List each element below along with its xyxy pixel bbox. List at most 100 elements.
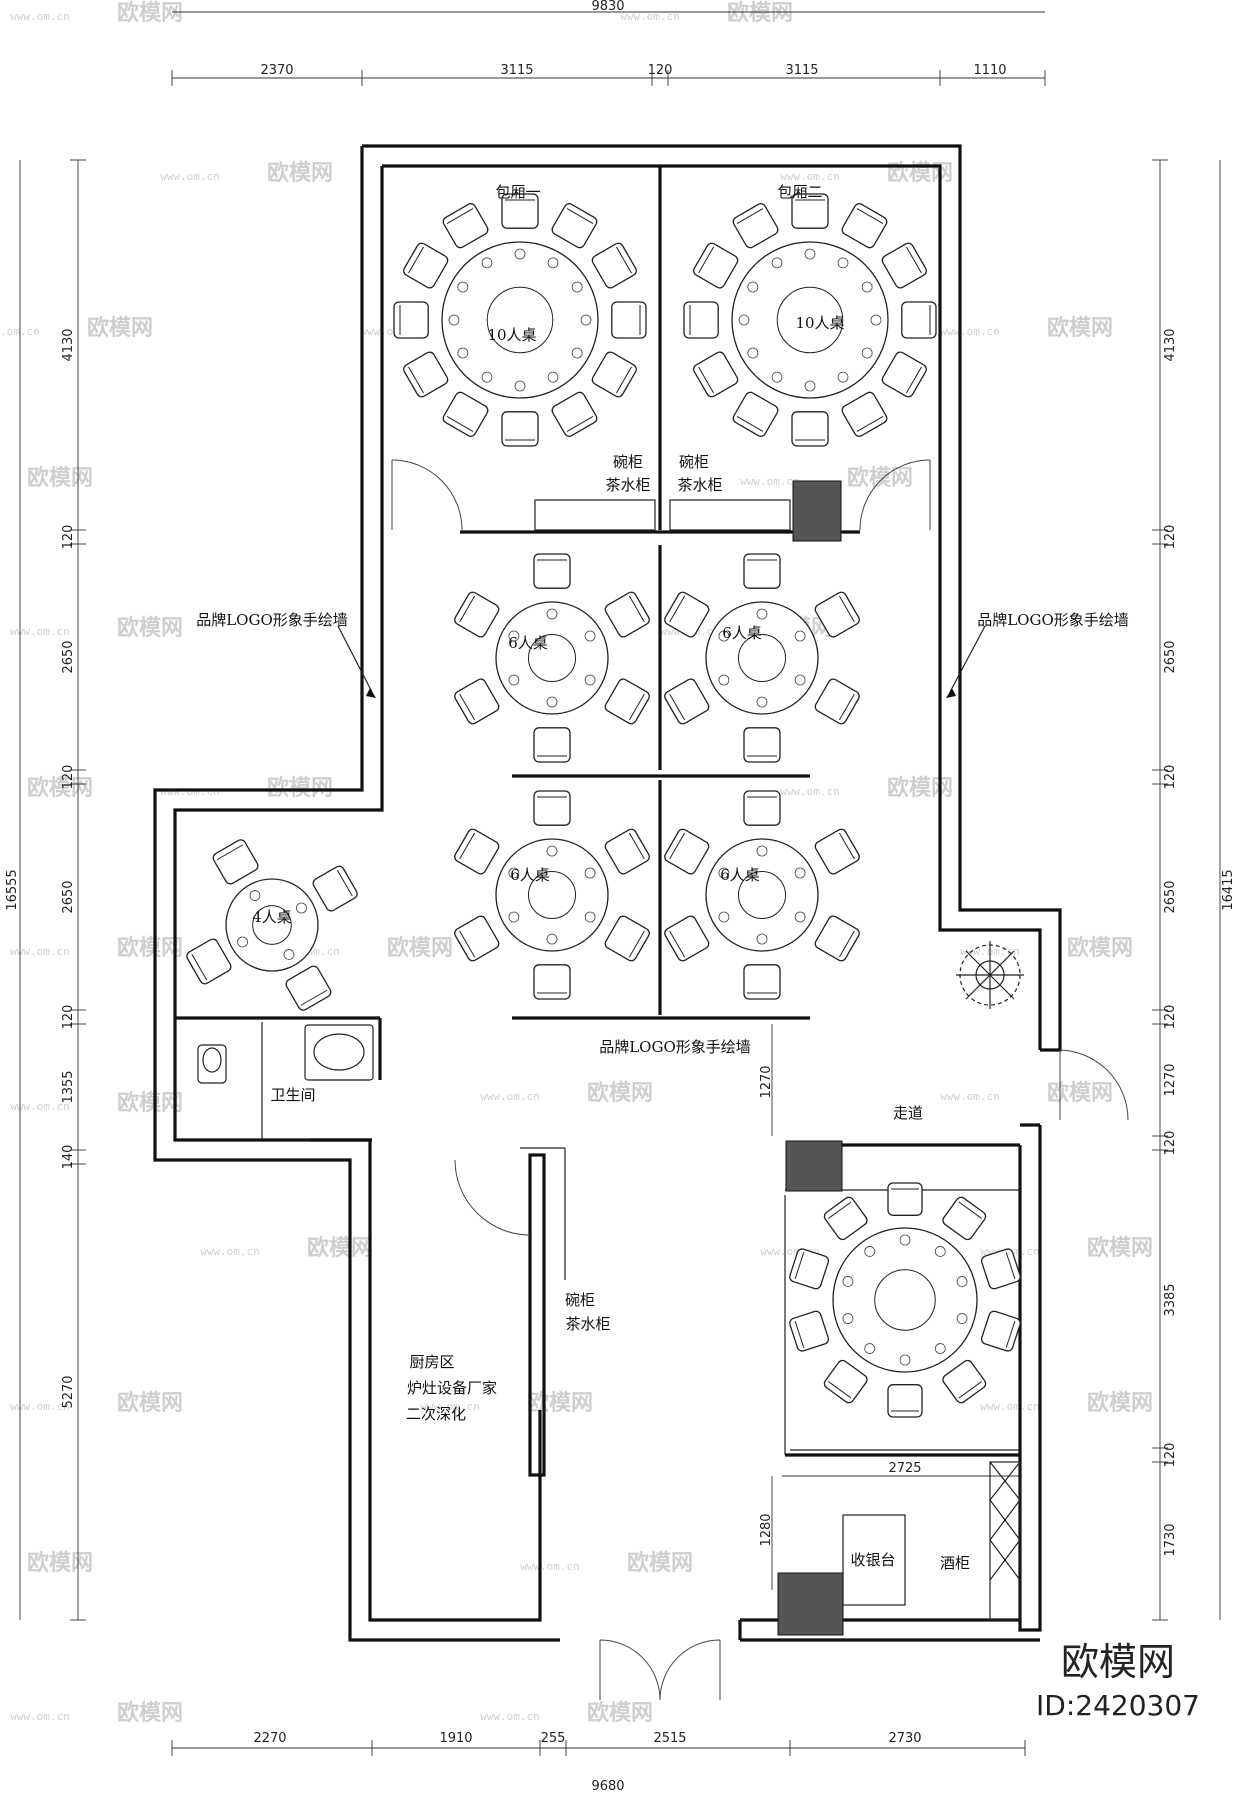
kitchen-line1: 厨房区 bbox=[409, 1353, 454, 1371]
chair bbox=[533, 727, 571, 763]
chair bbox=[533, 790, 571, 826]
round-table bbox=[454, 553, 650, 763]
dim-right-seg: 1270 bbox=[1163, 1063, 1178, 1096]
dim-left-seg: 2650 bbox=[61, 640, 76, 673]
watermark-text: 欧模网 bbox=[27, 775, 93, 801]
watermark-text: 欧模网 bbox=[307, 1235, 373, 1261]
chair bbox=[693, 351, 739, 398]
dim-right-seg: 120 bbox=[1163, 765, 1178, 790]
round-table bbox=[683, 193, 937, 447]
watermark-text: 欧模网 bbox=[117, 935, 183, 961]
chair bbox=[604, 591, 650, 638]
chair bbox=[980, 1248, 1021, 1290]
watermark-url: www.om.cn bbox=[480, 1710, 540, 1723]
watermark-text: 欧模网 bbox=[1087, 1390, 1153, 1416]
table-label: 6人桌 bbox=[720, 866, 760, 884]
chair bbox=[814, 591, 860, 638]
chair bbox=[664, 915, 710, 962]
chair bbox=[454, 678, 500, 725]
cabinet-3-line1: 碗柜 bbox=[565, 1291, 595, 1309]
chair bbox=[454, 828, 500, 875]
columns bbox=[777, 480, 844, 1636]
chair bbox=[881, 351, 927, 398]
dim-top-total: 9830 bbox=[591, 0, 624, 14]
round-table bbox=[393, 193, 647, 447]
watermark-text: 欧模网 bbox=[1047, 315, 1113, 341]
dim-left-seg: 120 bbox=[61, 525, 76, 550]
watermark-url: www.om.cn bbox=[10, 1400, 70, 1413]
cabinet-2-line2: 茶水柜 bbox=[677, 476, 722, 494]
watermark-text: 欧模网 bbox=[1067, 935, 1133, 961]
dimension-lines bbox=[19, 11, 1221, 1756]
dim-right-seg: 4130 bbox=[1163, 328, 1178, 361]
dim-right-seg: 3385 bbox=[1163, 1283, 1178, 1316]
watermark-text: 欧模网 bbox=[887, 775, 953, 801]
cabinet-1-line2: 茶水柜 bbox=[605, 476, 650, 494]
chair bbox=[732, 391, 779, 437]
chair bbox=[551, 391, 598, 437]
dim-bottom-seg: 2270 bbox=[253, 1731, 286, 1746]
watermark-text: 欧模网 bbox=[587, 1080, 653, 1106]
chair bbox=[789, 1248, 830, 1290]
chair bbox=[611, 301, 647, 339]
cabinet-3-line2: 茶水柜 bbox=[565, 1315, 610, 1333]
chair bbox=[403, 242, 449, 289]
watermark-url: www.om.cn bbox=[10, 945, 70, 958]
dim-right-seg: 2650 bbox=[1163, 640, 1178, 673]
chair bbox=[403, 351, 449, 398]
watermark-text: 欧模网 bbox=[1087, 1235, 1153, 1261]
dim-top-seg: 3115 bbox=[785, 63, 818, 78]
watermark-url: www.om.cn bbox=[780, 785, 840, 798]
chair bbox=[683, 301, 719, 339]
watermark-text: 欧模网 bbox=[117, 0, 183, 26]
chair bbox=[551, 203, 598, 249]
dim-left-total: 16555 bbox=[5, 869, 20, 910]
dim-right-seg: 1730 bbox=[1163, 1523, 1178, 1556]
brand-name: 欧模网 bbox=[1061, 1640, 1175, 1684]
dim-inner: 1270 bbox=[759, 1065, 774, 1098]
logo-wall-right-label: 品牌LOGO形象手绘墙 bbox=[977, 611, 1129, 629]
toilet-fixtures bbox=[197, 1024, 374, 1084]
watermark-url: www.om.cn bbox=[10, 1100, 70, 1113]
cabinet-2-line1: 碗柜 bbox=[679, 453, 709, 471]
chair bbox=[393, 301, 429, 339]
watermark-text: 欧模网 bbox=[27, 1550, 93, 1576]
chair bbox=[823, 1359, 868, 1404]
kitchen-line2: 炉灶设备厂家 bbox=[407, 1379, 497, 1397]
watermark-url: www.om.cn bbox=[740, 475, 800, 488]
round-table bbox=[664, 790, 860, 1000]
doors bbox=[391, 459, 1129, 1701]
watermark-text: 欧模网 bbox=[1047, 1080, 1113, 1106]
dim-inner: 2725 bbox=[888, 1461, 921, 1476]
chair bbox=[664, 591, 710, 638]
watermark-url: www.om.cn bbox=[940, 325, 1000, 338]
corridor-label: 走道 bbox=[893, 1104, 923, 1122]
cabinet-1-line1: 碗柜 bbox=[613, 453, 643, 471]
cashier-label: 收银台 bbox=[850, 1551, 895, 1569]
chair bbox=[743, 790, 781, 826]
dim-left-seg: 120 bbox=[61, 765, 76, 790]
dim-top-seg: 1110 bbox=[973, 63, 1006, 78]
toilet-label: 卫生间 bbox=[270, 1086, 315, 1104]
dim-right-seg: 2650 bbox=[1163, 880, 1178, 913]
watermark-text: 欧模网 bbox=[27, 465, 93, 491]
chair bbox=[664, 678, 710, 725]
chair bbox=[604, 678, 650, 725]
tables-layer bbox=[186, 193, 1021, 1418]
watermark-text: 欧模网 bbox=[117, 615, 183, 641]
chair bbox=[454, 591, 500, 638]
watermark-text: 欧模网 bbox=[117, 1390, 183, 1416]
watermark-text: 欧模网 bbox=[267, 160, 333, 186]
watermark-url: www.om.cn bbox=[10, 625, 70, 638]
branding: 欧模网 ID:2420307 bbox=[1036, 1640, 1200, 1722]
table-label: 4人桌 bbox=[252, 908, 292, 926]
dim-top-seg: 3115 bbox=[500, 63, 533, 78]
logo-wall-center-label: 品牌LOGO形象手绘墙 bbox=[599, 1038, 751, 1056]
chair bbox=[791, 411, 829, 447]
watermark-text: 欧模网 bbox=[727, 0, 793, 26]
watermark-url: www.om.cn bbox=[780, 170, 840, 183]
chair bbox=[887, 1182, 923, 1216]
watermark-text: 欧模网 bbox=[117, 1090, 183, 1116]
dim-right-seg: 120 bbox=[1163, 1443, 1178, 1468]
